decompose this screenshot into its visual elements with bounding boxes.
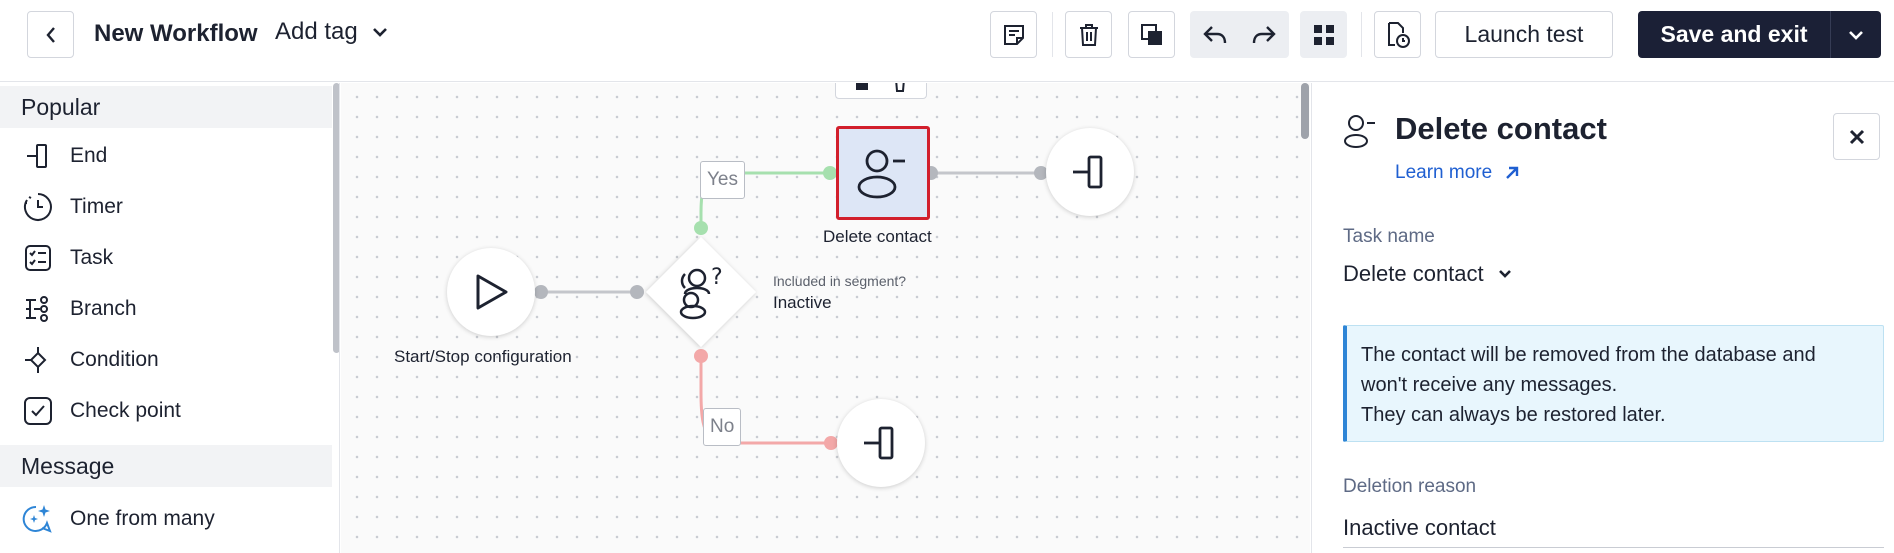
palette-item-label: One from many [70, 507, 215, 530]
info-text-line: The contact will be removed from the dat… [1361, 344, 1816, 366]
copy-button[interactable] [1128, 11, 1175, 58]
close-panel-button[interactable] [1833, 113, 1880, 160]
canvas-scrollbar[interactable] [1301, 83, 1309, 139]
task-name-value: Delete contact [1343, 261, 1484, 286]
info-text-line: They can always be restored later. [1361, 404, 1666, 426]
redo-icon [1253, 25, 1276, 43]
external-arrow-icon [1506, 166, 1519, 179]
user-minus-icon [1343, 113, 1377, 154]
node-mini-toolbar [835, 83, 927, 99]
condition-question: Included in segment? [773, 273, 907, 289]
palette-item-label: Branch [70, 297, 137, 320]
palette-section-popular: Popular [0, 86, 332, 128]
workflow-title[interactable]: New Workflow [94, 20, 258, 47]
sparkle-chat-icon [0, 503, 70, 535]
panel-title: Delete contact [1395, 111, 1607, 146]
node-palette: Popular End Timer Task Branch Condition [0, 83, 340, 553]
palette-section-message: Message [0, 445, 332, 487]
palette-item-timer[interactable]: Timer [0, 185, 332, 229]
notes-button[interactable] [990, 11, 1037, 58]
palette-item-branch[interactable]: Branch [0, 287, 332, 331]
palette-item-checkpoint[interactable]: Check point [0, 389, 332, 433]
delete-contact-caption: Delete contact [823, 227, 932, 246]
start-node-caption: Start/Stop configuration [394, 347, 572, 366]
copy-icon [1140, 23, 1162, 45]
info-text-line: won't receive any messages. [1361, 374, 1618, 396]
workflow-canvas[interactable]: Start/Stop configuration ? Included in s… [341, 83, 1310, 553]
play-icon [476, 274, 508, 310]
palette-item-label: End [70, 144, 108, 167]
chevron-left-icon [45, 26, 55, 43]
end-node-yes[interactable] [1046, 128, 1134, 216]
svg-text:?: ? [711, 265, 723, 290]
toolbar-divider [1052, 12, 1053, 57]
segment-question-icon: ? [661, 252, 741, 332]
palette-item-label: Timer [70, 195, 123, 218]
task-name-dropdown[interactable]: Delete contact [1343, 261, 1512, 287]
deletion-reason-label: Deletion reason [1343, 476, 1477, 497]
file-history-icon [1387, 21, 1410, 48]
timer-icon [0, 192, 70, 222]
launch-test-button[interactable]: Launch test [1435, 11, 1613, 58]
info-notice: The contact will be removed from the dat… [1343, 325, 1884, 442]
delete-contact-node[interactable] [836, 126, 930, 220]
add-tag-dropdown[interactable]: Add tag [275, 18, 388, 46]
undo-button[interactable] [1190, 11, 1240, 58]
redo-button[interactable] [1240, 11, 1290, 58]
task-name-label: Task name [1343, 226, 1435, 247]
learn-more-label: Learn more [1395, 162, 1493, 183]
save-options-toggle[interactable] [1830, 11, 1881, 58]
trash-icon[interactable] [891, 83, 909, 93]
deletion-reason-input[interactable]: Inactive contact [1343, 515, 1496, 540]
chevron-down-icon [1498, 270, 1511, 278]
palette-item-condition[interactable]: Condition [0, 338, 332, 382]
trash-icon [1079, 23, 1098, 46]
end-icon [0, 142, 70, 170]
task-icon [0, 244, 70, 272]
save-and-exit-label: Save and exit [1660, 21, 1808, 47]
branch-icon [0, 295, 70, 323]
add-tag-label: Add tag [275, 18, 358, 45]
palette-scrollbar[interactable] [333, 83, 339, 353]
palette-item-label: Check point [70, 399, 181, 422]
chevron-down-icon [1849, 30, 1863, 40]
copy-icon[interactable] [853, 83, 871, 93]
palette-item-task[interactable]: Task [0, 236, 332, 280]
end-icon [864, 426, 894, 460]
save-and-exit-button[interactable]: Save and exit [1638, 11, 1881, 58]
condition-icon [0, 345, 70, 375]
palette-item-label: Task [70, 246, 114, 269]
palette-item-label: Condition [70, 348, 159, 371]
palette-item-end[interactable]: End [0, 134, 332, 178]
deletion-reason-underline [1343, 547, 1884, 548]
end-node-no[interactable] [837, 399, 925, 487]
palette-item-one-from-many[interactable]: One from many [0, 497, 332, 541]
undo-icon [1203, 25, 1226, 43]
grid-icon [1313, 24, 1334, 45]
checkpoint-icon [0, 396, 70, 426]
close-icon [1849, 129, 1864, 144]
properties-panel: Delete contact Learn more Task name Dele… [1311, 83, 1894, 553]
layout-button[interactable] [1300, 11, 1347, 58]
start-node[interactable] [447, 248, 535, 336]
no-branch-label[interactable]: No [703, 408, 742, 446]
undo-redo-group [1190, 11, 1289, 58]
history-button[interactable] [1374, 11, 1421, 58]
note-icon [1003, 24, 1024, 45]
delete-button[interactable] [1065, 11, 1112, 58]
condition-value: Inactive [773, 293, 832, 312]
top-bar: New Workflow Add tag Launch test Save an… [0, 0, 1894, 82]
learn-more-link[interactable]: Learn more [1395, 162, 1520, 184]
chevron-down-icon [372, 28, 387, 37]
back-button[interactable] [27, 11, 74, 58]
end-icon [1073, 155, 1103, 189]
user-minus-icon [857, 149, 905, 199]
toolbar-divider [1361, 12, 1362, 57]
yes-branch-label[interactable]: Yes [700, 161, 745, 199]
